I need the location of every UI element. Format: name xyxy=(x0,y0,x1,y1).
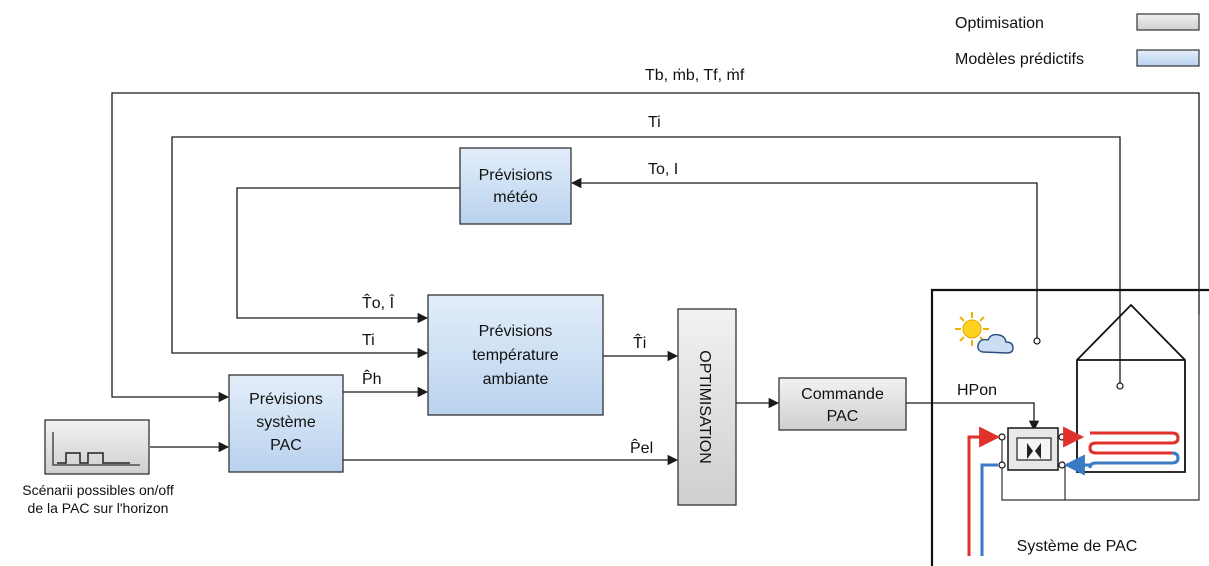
line-plant-to-system xyxy=(111,92,1200,403)
block-system-line2: système xyxy=(256,414,316,431)
legend: Optimisation Modèles prédictifs xyxy=(955,13,1200,68)
indoor-sensor-node xyxy=(1116,382,1124,390)
hot-pipes xyxy=(967,426,1180,556)
weather-sensor-node xyxy=(1033,337,1041,345)
system-label: Système de PAC xyxy=(1017,538,1138,555)
label-hpon: HPon xyxy=(957,382,997,399)
block-command: Commande PAC xyxy=(778,377,907,431)
block-system-line3: PAC xyxy=(270,437,302,454)
label-ti-hat: T̂i xyxy=(633,332,646,352)
cold-pipes xyxy=(980,451,1180,556)
line-hpon-to-heatpump xyxy=(906,402,1040,432)
block-temperature-line1: Prévisions xyxy=(479,323,553,340)
label-ti-top: Ti xyxy=(648,114,661,131)
line-meteo-to-temperature xyxy=(236,187,460,324)
legend-optimisation-label: Optimisation xyxy=(955,15,1044,32)
block-temperature-line2: température xyxy=(472,347,558,364)
block-meteo-line2: météo xyxy=(493,189,538,206)
scenario-caption-line1: Scénarii possibles on/off xyxy=(22,482,174,498)
scenario-pulse-icon xyxy=(57,452,130,464)
label-pel-hat: P̂el xyxy=(630,437,653,457)
scenario-axes xyxy=(52,432,140,466)
line-weather-to-meteo xyxy=(570,177,1038,340)
label-top-signals: Tb, ṁb, Tf, ṁf xyxy=(645,67,745,84)
house-icon xyxy=(1076,303,1186,473)
system-frame xyxy=(930,288,1209,566)
scenario-caption-line2: de la PAC sur l'horizon xyxy=(28,500,169,516)
legend-predictive-swatch xyxy=(1136,49,1200,67)
label-to-i-hat: T̂o, Î xyxy=(362,292,395,312)
sun-cloud-icon xyxy=(955,312,1014,354)
label-ti-mid: Ti xyxy=(362,332,375,349)
legend-predictive-label: Modèles prédictifs xyxy=(955,51,1084,68)
system-area: Système de PAC xyxy=(930,288,1209,566)
legend-optimisation-swatch xyxy=(1136,13,1200,31)
block-temperature: Prévisions température ambiante xyxy=(427,294,604,416)
line-ti-to-temperature xyxy=(171,136,1121,385)
scenario-box xyxy=(44,419,150,475)
block-optimisation-label: OPTIMISATION xyxy=(696,350,713,463)
block-system: Prévisions système PAC xyxy=(228,374,344,473)
block-command-line1: Commande xyxy=(801,386,884,403)
label-to-i: To, I xyxy=(648,161,678,178)
heat-pump-icon xyxy=(998,427,1066,471)
block-system-line1: Prévisions xyxy=(249,391,323,408)
block-temperature-line3: ambiante xyxy=(483,371,549,388)
block-optimisation: OPTIMISATION xyxy=(677,308,737,506)
signal-lines xyxy=(111,92,1200,466)
block-meteo-line1: Prévisions xyxy=(479,167,553,184)
block-command-line2: PAC xyxy=(827,408,859,425)
label-ph-hat: P̂h xyxy=(362,368,382,388)
block-meteo: Prévisions météo xyxy=(459,147,572,225)
